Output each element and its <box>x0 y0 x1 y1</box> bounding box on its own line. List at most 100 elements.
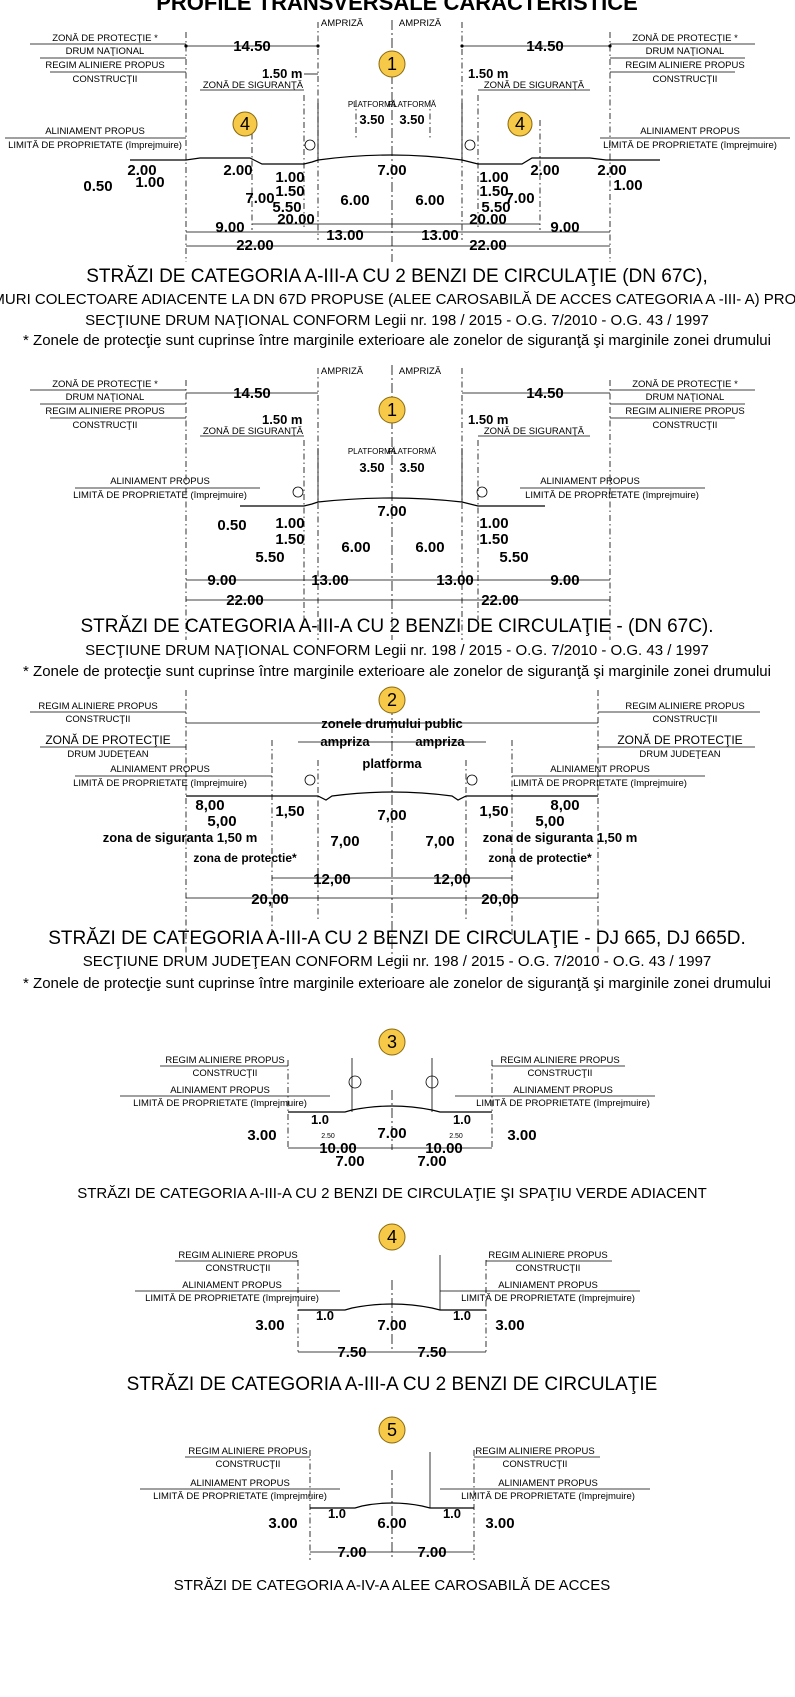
s1-dim-150m-right: 1.50 m <box>468 66 508 81</box>
s1-caption-main: STRĂZI DE CATEGORIA A-III-A CU 2 BENZI D… <box>86 266 707 287</box>
s1-d1300-left: 13.00 <box>326 227 364 244</box>
s3-zona-sig-right: zona de siguranta 1,50 m <box>483 830 638 845</box>
s2-d100-left: 1.00 <box>275 515 304 532</box>
s1-d100-d: 1.00 <box>613 177 642 194</box>
s4-constructii-left: CONSTRUCŢII <box>193 1068 258 1079</box>
s4-d1000-left: 10.00 <box>319 1140 357 1157</box>
s3-c500-left: 5,00 <box>207 813 236 830</box>
s4-regim-left: REGIM ALINIERE PROPUS <box>165 1055 284 1066</box>
s3-c500-right: 5,00 <box>535 813 564 830</box>
s5-d750-left: 7.50 <box>337 1344 366 1361</box>
sheet-title: PROFILE TRANSVERSALE CARACTERISTICE <box>156 0 638 15</box>
s5-regim-left: REGIM ALINIERE PROPUS <box>178 1250 297 1261</box>
s3-bubble-2 <box>378 686 406 714</box>
s1-d550-right: 5.50 <box>481 199 510 216</box>
s2-dim-150m-right: 1.50 m <box>468 412 508 427</box>
s1-d600-right: 6.00 <box>415 192 444 209</box>
s2-caption-sect: SECŢIUNE DRUM NAŢIONAL CONFORM Legii nr.… <box>85 642 709 659</box>
s1-d050: 0.50 <box>83 178 112 195</box>
s5-alin-left: ALINIAMENT PROPUS <box>182 1280 282 1291</box>
s3-caption-note: * Zonele de protecţie sunt cuprinse într… <box>23 975 771 992</box>
s6-caption-main: STRĂZI DE CATEGORIA A-IV-A ALEE CAROSABI… <box>174 1577 611 1594</box>
s3-c2000-left: 20,00 <box>251 891 289 908</box>
s3-c700-right: 7,00 <box>425 833 454 850</box>
s6-bubble-5-label: 5 <box>387 1420 397 1440</box>
s2-lane-left: 3.50 <box>359 460 384 475</box>
s1-d700-right: 7.00 <box>505 190 534 207</box>
s1-constructii-right: CONSTRUCŢII <box>653 74 718 85</box>
s3-c1200-left: 12,00 <box>313 871 351 888</box>
s3-zona-prot-left: zona de protectie* <box>193 851 297 865</box>
s5-alin-right: ALINIAMENT PROPUS <box>498 1280 598 1291</box>
s1-d200-a: 2.00 <box>127 162 156 179</box>
section-1-dn67c-colectoare: ZONĂ DE PROTECŢIE * DRUM NAŢIONAL REGIM … <box>0 18 795 349</box>
s2-zona-sig-left: ZONĂ DE SIGURANŢĂ <box>203 426 304 437</box>
s3-ampriza-right: ampriza <box>415 734 465 749</box>
s1-d2000-left: 20.00 <box>277 211 315 228</box>
s4-limita-right: LIMITĂ DE PROPRIETATE (împrejmuire) <box>476 1098 650 1109</box>
s6-d300-left: 3.00 <box>268 1515 297 1532</box>
s2-dim-150m-left: 1.50 m <box>262 412 302 427</box>
s6-d10-right: 1.0 <box>443 1506 461 1521</box>
s3-c700-left: 7,00 <box>330 833 359 850</box>
s1-d550-left: 5.50 <box>272 199 301 216</box>
s4-d300-left: 3.00 <box>247 1127 276 1144</box>
section-6-a-iv-a: 5 REGIM ALINIERE PROPUS CONSTRUCŢII REGI… <box>140 1416 650 1594</box>
s3-c700: 7,00 <box>377 807 406 824</box>
s3-c800-right: 8,00 <box>550 797 579 814</box>
s1-d100-b: 1.00 <box>275 169 304 186</box>
s1-d200-b: 2.00 <box>223 162 252 179</box>
s4-bubble-3 <box>378 1028 406 1056</box>
s2-ampriza-right: AMPRIZĂ <box>399 366 442 377</box>
s5-regim-right: REGIM ALINIERE PROPUS <box>488 1250 607 1261</box>
s6-limita-right: LIMITĂ DE PROPRIETATE (împrejmuire) <box>461 1491 635 1502</box>
s1-d1300-right: 13.00 <box>421 227 459 244</box>
s5-constructii-left: CONSTRUCŢII <box>206 1263 271 1274</box>
s2-zona-sig-right: ZONĂ DE SIGURANŢĂ <box>484 426 585 437</box>
s1-d900-left: 9.00 <box>215 219 244 236</box>
s3-limita-left: LIMITĂ DE PROPRIETATE (împrejmuire) <box>73 778 247 789</box>
s1-alin-left: ALINIAMENT PROPUS <box>45 126 145 137</box>
s1-d2000-right: 20.00 <box>469 211 507 228</box>
s5-caption-main: STRĂZI DE CATEGORIA A-III-A CU 2 BENZI D… <box>127 1374 658 1395</box>
s1-d700-center: 7.00 <box>377 162 406 179</box>
s6-d600: 6.00 <box>377 1515 406 1532</box>
s6-bubble-5 <box>378 1416 406 1444</box>
s4-alin-right: ALINIAMENT PROPUS <box>513 1085 613 1096</box>
s2-d150-right: 1.50 <box>479 531 508 548</box>
s1-alin-right: ALINIAMENT PROPUS <box>640 126 740 137</box>
s1-zona-sig-right: ZONĂ DE SIGURANŢĂ <box>484 80 585 91</box>
s1-drum-national-right: DRUM NAŢIONAL <box>646 46 725 57</box>
s1-dim-150m-left: 1.50 m <box>262 66 302 81</box>
s1-caption-sect: SECŢIUNE DRUM NAŢIONAL CONFORM Legii nr.… <box>85 312 709 329</box>
s6-limita-left: LIMITĂ DE PROPRIETATE (împrejmuire) <box>153 1491 327 1502</box>
s3-zona-protectie-right: ZONĂ DE PROTECŢIE <box>617 732 742 747</box>
s1-dim-1450-right: 14.50 <box>526 38 564 55</box>
s3-constructii-right: CONSTRUCŢII <box>653 714 718 725</box>
s1-lane-right: 3.50 <box>399 112 424 127</box>
s3-zonele-drum: zonele drumului public <box>321 716 463 731</box>
s2-d550-right: 5.50 <box>499 549 528 566</box>
s1-ampriza-left: AMPRIZĂ <box>321 18 364 29</box>
s2-d900-left: 9.00 <box>207 572 236 589</box>
s2-bubble-1-label: 1 <box>387 400 397 420</box>
s4-d250-left: 2.50 <box>321 1133 335 1140</box>
s2-platforma-right: PLATFORMĂ <box>388 447 437 456</box>
s5-limita-left: LIMITĂ DE PROPRIETATE (împrejmuire) <box>145 1293 319 1304</box>
s2-alin-right: ALINIAMENT PROPUS <box>540 476 640 487</box>
s6-d10-left: 1.0 <box>328 1506 346 1521</box>
s1-bubble-4-right <box>507 111 533 137</box>
s5-d300-right: 3.00 <box>495 1317 524 1334</box>
s4-bubble-3-label: 3 <box>387 1032 397 1052</box>
s4-d700-center: 7.00 <box>377 1125 406 1142</box>
s2-d700: 7.00 <box>377 503 406 520</box>
s3-alin-left: ALINIAMENT PROPUS <box>110 764 210 775</box>
s5-limita-right: LIMITĂ DE PROPRIETATE (împrejmuire) <box>461 1293 635 1304</box>
s4-d10-left: 1.0 <box>311 1112 329 1127</box>
s2-d2200-left: 22.00 <box>226 592 264 609</box>
s3-constructii-left: CONSTRUCŢII <box>66 714 131 725</box>
s4-limita-left: LIMITĂ DE PROPRIETATE (împrejmuire) <box>133 1098 307 1109</box>
s3-caption-sect: SECŢIUNE DRUM JUDEŢEAN CONFORM Legii nr.… <box>83 953 712 970</box>
